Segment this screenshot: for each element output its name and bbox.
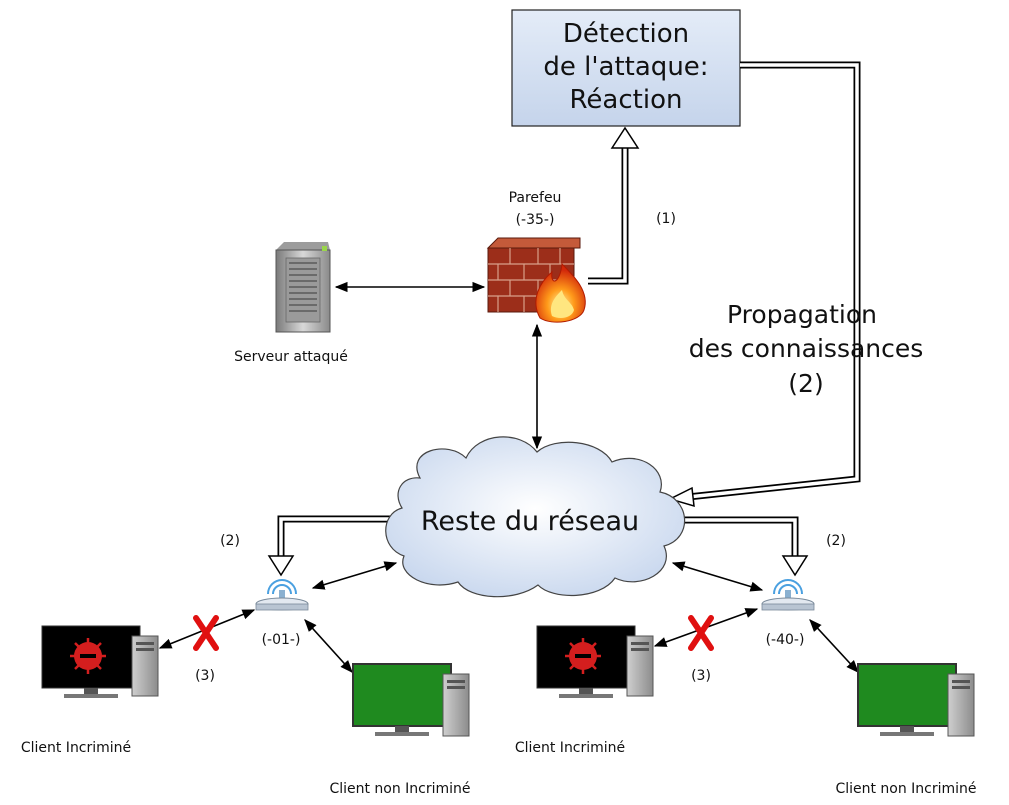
router-right-id: (-40-) — [766, 632, 805, 648]
red-x-icon — [193, 615, 219, 651]
router-left: (-01-) — [255, 579, 309, 648]
client-left-incriminated: Client Incriminé — [21, 625, 159, 756]
infected-computer-icon — [536, 625, 654, 698]
step-2-left-label: (2) — [220, 533, 240, 549]
propagation-arrow-detection-to-cloud — [667, 61, 861, 508]
link-left-router-clean-client — [304, 619, 353, 673]
detection-box-frame — [511, 9, 741, 127]
propagation-line2: des connaissances — [689, 334, 924, 363]
server-label: Serveur attaqué — [234, 349, 348, 365]
propagation-line3: (2) — [788, 369, 823, 398]
router-right: (-40-) — [761, 579, 815, 648]
wifi-router-icon — [761, 579, 815, 611]
cloud-shape — [385, 436, 686, 598]
wifi-router-icon — [255, 579, 309, 611]
client-right-incriminated-label: Client Incriminé — [515, 740, 625, 756]
firewall-name: Parefeu — [509, 190, 562, 206]
step-1-label: (1) — [656, 211, 676, 227]
client-left-clean: Client non Incriminé — [329, 663, 471, 797]
client-right-clean: Client non Incriminé — [835, 663, 977, 797]
step-3-right-label: (3) — [691, 668, 711, 684]
client-right-clean-label: Client non Incriminé — [835, 781, 976, 797]
server: Serveur attaqué — [234, 242, 348, 365]
red-x-icon — [688, 615, 714, 651]
clean-computer-icon — [352, 663, 470, 737]
step-3-left-label: (3) — [195, 668, 215, 684]
firewall: Parefeu (-35-) — [486, 190, 586, 323]
router-left-id: (-01-) — [262, 632, 301, 648]
client-left-clean-label: Client non Incriminé — [329, 781, 470, 797]
server-tower-icon — [275, 242, 331, 333]
detection-title-line3: Réaction — [570, 85, 683, 115]
brick-wall-fire-icon — [486, 237, 586, 323]
propagation-label: Propagation des connaissances (2) — [689, 300, 924, 398]
cloud-label: Reste du réseau — [421, 506, 639, 537]
client-left-incriminated-label: Client Incriminé — [21, 740, 131, 756]
detection-box: Détection de l'attaque: Réaction — [511, 9, 741, 127]
client-right-incriminated: Client Incriminé — [515, 625, 654, 756]
clean-computer-icon — [857, 663, 975, 737]
link-cloud-right-router — [671, 561, 764, 592]
propagation-line1: Propagation — [727, 300, 877, 329]
link-left-router-cloud — [311, 561, 398, 590]
propagation-arrow-cloud-to-right-router — [662, 516, 809, 577]
propagation-arrow-cloud-to-left-router — [267, 515, 402, 577]
link-right-router-clean-client — [809, 619, 859, 673]
infected-computer-icon — [41, 625, 159, 698]
step-2-right-label: (2) — [826, 533, 846, 549]
firewall-id: (-35-) — [516, 212, 555, 228]
detection-title-line2: de l'attaque: — [543, 52, 708, 82]
network-cloud: Reste du réseau — [385, 436, 686, 598]
detection-title-line1: Détection — [563, 19, 689, 49]
alert-arrow-firewall-to-detection — [588, 126, 640, 285]
